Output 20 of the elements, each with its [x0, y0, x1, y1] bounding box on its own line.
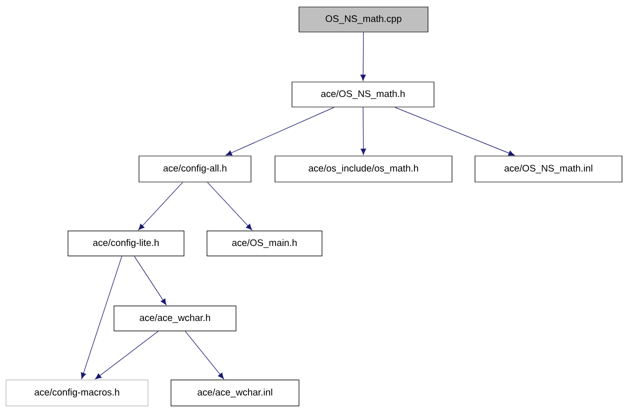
file-box: ace/OS_NS_math.h — [292, 82, 434, 108]
file-box: ace/ace_wchar.inl — [170, 380, 300, 406]
file-box: ace/os_include/os_math.h — [274, 156, 452, 182]
file-box: ace/OS_main.h — [206, 230, 322, 256]
arrow — [394, 107, 515, 156]
arrow — [207, 182, 252, 230]
arrow — [226, 107, 334, 156]
file-box: ace/config-lite.h — [68, 230, 184, 256]
file-box: ace/OS_NS_math.inl — [474, 156, 622, 182]
arrow — [134, 256, 166, 306]
file-box: OS_NS_math.cpp — [298, 6, 428, 32]
arrow — [95, 330, 158, 380]
arrow — [360, 107, 366, 155]
file-box: ace/config-all.h — [138, 156, 252, 182]
arrow — [80, 256, 122, 379]
file-box: ace/config-macros.h — [6, 380, 148, 406]
arrow — [360, 32, 366, 81]
arrow — [138, 182, 183, 230]
file-box: ace/ace_wchar.h — [114, 306, 236, 332]
arrow — [185, 330, 224, 380]
